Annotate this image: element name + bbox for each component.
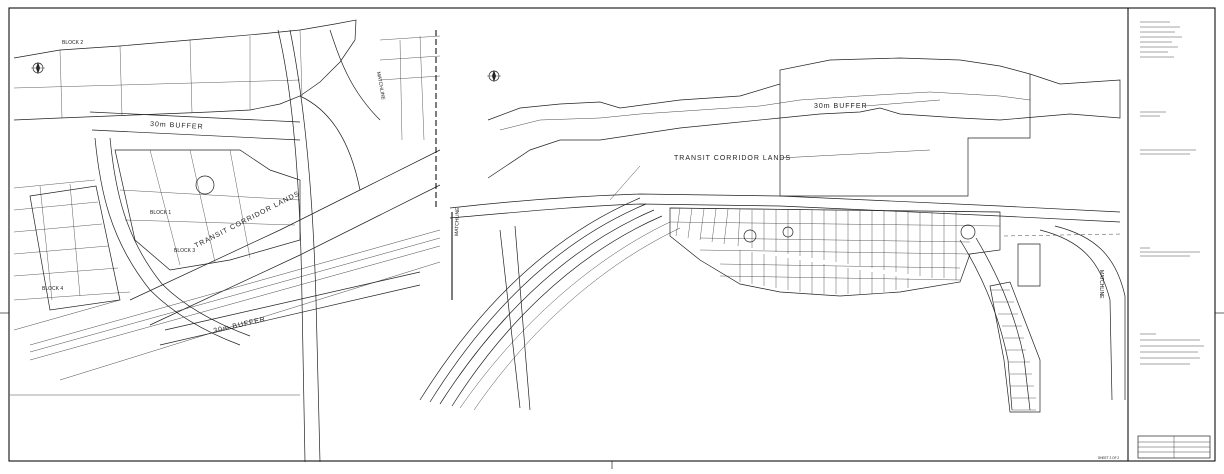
upper-lot-lines	[13, 29, 303, 119]
north-arrow-icon-right	[487, 70, 501, 82]
east-pond-block	[1017, 243, 1041, 287]
buffer-strip-top	[89, 111, 301, 141]
cul-de-sac-circle	[195, 175, 215, 195]
central-block-outline	[114, 149, 301, 271]
inner-buffer-outline	[499, 91, 1031, 131]
main-road-upper	[449, 193, 1121, 213]
title-notes-mid	[1140, 111, 1204, 365]
transit-corridor-label-left: TRANSIT CORRIDOR LANDS	[194, 190, 302, 249]
upper-lots-outline	[13, 19, 357, 121]
rail-lines-left	[13, 229, 441, 381]
block-label-3: BLOCK 3	[174, 248, 195, 254]
sheet-number: SHEET 2 OF 2	[1098, 456, 1119, 460]
ramp-left	[299, 29, 381, 191]
transit-corridor-left	[129, 149, 441, 326]
north-arrow-icon	[31, 62, 45, 74]
title-notes-top	[1140, 21, 1182, 58]
transit-corridor-label-right: TRANSIT CORRIDOR LANDS	[674, 155, 791, 162]
buffer-strip-bottom	[159, 271, 421, 346]
east-dashed-line	[1003, 233, 1123, 237]
highway-left	[277, 29, 321, 463]
rail-curve-right-2	[459, 221, 681, 411]
central-block-lines	[119, 149, 301, 266]
revision-table-lines	[1138, 436, 1210, 458]
buffer-label-right: 30m BUFFER	[814, 103, 868, 110]
block-label-4: BLOCK 4	[42, 286, 63, 292]
cul-de-sac-right-1	[743, 229, 757, 243]
right-plan: 30m BUFFER TRANSIT CORRIDOR LANDS MATCHL…	[419, 57, 1126, 413]
local-road-curve-inner	[109, 137, 251, 337]
block-label-2: BLOCK 1	[150, 210, 171, 216]
sheet-border	[8, 7, 1216, 462]
local-road-curve	[94, 137, 241, 346]
main-road-lower	[449, 203, 1121, 223]
south-lots	[990, 289, 1036, 411]
lot-rows	[669, 207, 1001, 294]
south-street	[959, 237, 1031, 411]
buffer-label-top: 30m BUFFER	[150, 121, 204, 131]
block-label-1: BLOCK 2	[62, 40, 83, 46]
matchline-label-right-west: MATCHLINE	[454, 207, 461, 236]
title-block: SHEET 2 OF 2	[1098, 8, 1211, 461]
west-lot-curve	[499, 225, 531, 411]
property-boundary	[487, 57, 1121, 179]
buffer-leader	[864, 99, 941, 107]
matchline-label-right-east: MATCHLINE	[1098, 270, 1104, 299]
south-lot-block	[989, 281, 1041, 413]
buffer-box	[779, 74, 1031, 197]
transit-leader	[609, 149, 931, 201]
east-lots-left	[379, 35, 441, 141]
cul-de-sac-right-3	[960, 224, 976, 240]
lot-block-outline	[669, 207, 1001, 297]
cul-de-sac-right-2	[782, 226, 794, 238]
left-plan: 30m BUFFER BLOCK 2 BLOCK 1 BLOCK 3 BLOCK…	[10, 19, 441, 463]
west-lot-grid	[13, 179, 131, 301]
rail-curve-right	[419, 197, 663, 407]
east-road-curve	[1039, 225, 1126, 401]
matchline-label-left: MATCHLINE	[375, 71, 386, 101]
